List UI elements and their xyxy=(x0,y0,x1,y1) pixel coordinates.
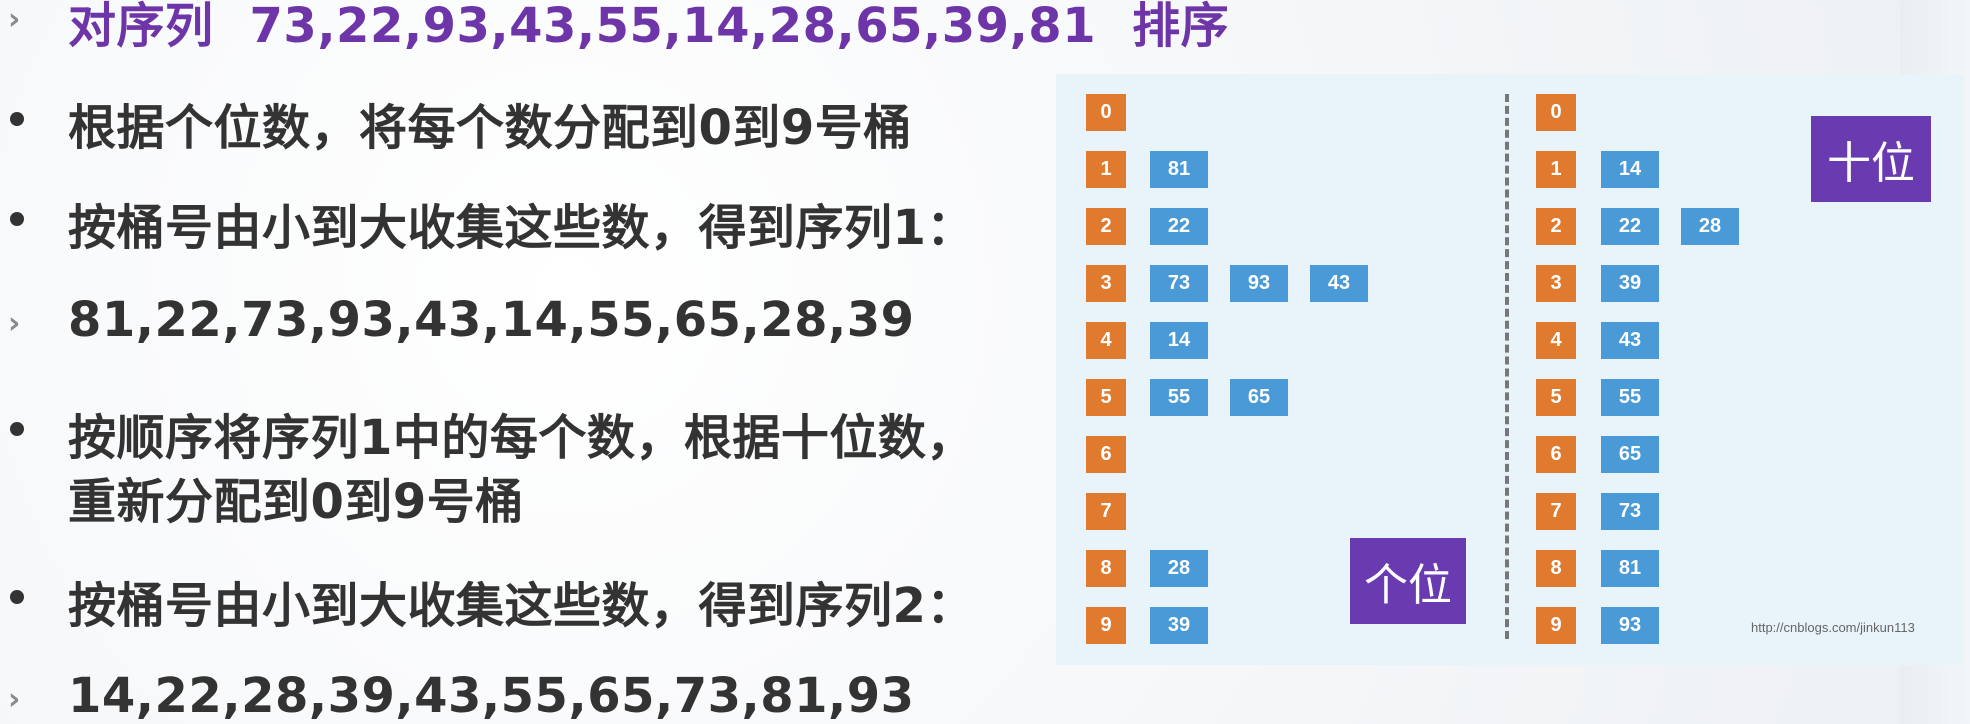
tens-bucket-8-number: 81 xyxy=(1601,550,1659,587)
tens-bucket-4: 4 xyxy=(1536,322,1576,359)
tens-bucket-6: 6 xyxy=(1536,436,1576,473)
chevron-right-icon: › xyxy=(8,2,21,37)
ones-bucket-0: 0 xyxy=(1086,94,1126,131)
sequence-1: 81,22,73,93,43,14,55,65,28,39 xyxy=(68,292,915,348)
title-sequence: 73,22,93,43,55,14,28,65,39,81 xyxy=(249,0,1097,54)
ones-bucket-1-number: 81 xyxy=(1150,151,1208,188)
ones-bucket-4-number: 14 xyxy=(1150,322,1208,359)
tens-bucket-5-number: 55 xyxy=(1601,379,1659,416)
tens-bucket-2-number: 28 xyxy=(1681,208,1739,245)
tens-bucket-5: 5 xyxy=(1536,379,1576,416)
ones-bucket-2-number: 22 xyxy=(1150,208,1208,245)
chevron-right-icon: › xyxy=(8,306,21,341)
tens-bucket-3-number: 39 xyxy=(1601,265,1659,302)
ones-bucket-3-number: 73 xyxy=(1150,265,1208,302)
tens-bucket-7: 7 xyxy=(1536,493,1576,530)
tens-bucket-0: 0 xyxy=(1536,94,1576,131)
divider-dashed-line xyxy=(1505,94,1509,639)
tens-bucket-3: 3 xyxy=(1536,265,1576,302)
tens-bucket-2-number: 22 xyxy=(1601,208,1659,245)
bullet-icon xyxy=(10,112,24,126)
tens-bucket-1: 1 xyxy=(1536,151,1576,188)
ones-bucket-3: 3 xyxy=(1086,265,1126,302)
ones-bucket-9-number: 39 xyxy=(1150,607,1208,644)
ones-bucket-5-number: 65 xyxy=(1230,379,1288,416)
ones-bucket-2: 2 xyxy=(1086,208,1126,245)
tens-bucket-9: 9 xyxy=(1536,607,1576,644)
step-2-text: 按桶号由小到大收集这些数，得到序列1： xyxy=(68,200,975,256)
tens-bucket-1-number: 14 xyxy=(1601,151,1659,188)
bullet-icon xyxy=(10,422,24,436)
chevron-right-icon: › xyxy=(8,682,21,717)
tens-bucket-9-number: 93 xyxy=(1601,607,1659,644)
step-3-text-line-1: 按顺序将序列1中的每个数，根据十位数， xyxy=(68,410,975,466)
ones-bucket-1: 1 xyxy=(1086,151,1126,188)
tens-bucket-2: 2 xyxy=(1536,208,1576,245)
bullet-icon xyxy=(10,212,24,226)
ones-bucket-7: 7 xyxy=(1086,493,1126,530)
ones-bucket-3-number: 93 xyxy=(1230,265,1288,302)
tens-bucket-4-number: 43 xyxy=(1601,322,1659,359)
tens-bucket-7-number: 73 xyxy=(1601,493,1659,530)
watermark-url: http://cnblogs.com/jinkun113 xyxy=(1751,620,1915,635)
ones-bucket-6: 6 xyxy=(1086,436,1126,473)
bullet-icon xyxy=(10,590,24,604)
title-prefix: 对序列 xyxy=(68,0,214,54)
step-1-text: 根据个位数，将每个数分配到0到9号桶 xyxy=(68,100,912,156)
ones-bucket-9: 9 xyxy=(1086,607,1126,644)
step-3-text-line-2: 重新分配到0到9号桶 xyxy=(68,474,524,530)
ones-bucket-5-number: 55 xyxy=(1150,379,1208,416)
ones-bucket-4: 4 xyxy=(1086,322,1126,359)
step-4-text: 按桶号由小到大收集这些数，得到序列2： xyxy=(68,578,975,634)
title-suffix: 排序 xyxy=(1132,0,1230,54)
tens-bucket-8: 8 xyxy=(1536,550,1576,587)
ones-bucket-5: 5 xyxy=(1086,379,1126,416)
ones-bucket-8: 8 xyxy=(1086,550,1126,587)
ones-bucket-3-number: 43 xyxy=(1310,265,1368,302)
tens-bucket-6-number: 65 xyxy=(1601,436,1659,473)
slide-title: 对序列 73,22,93,43,55,14,28,65,39,81 排序 xyxy=(68,0,1229,56)
ones-bucket-8-number: 28 xyxy=(1150,550,1208,587)
ones-place-label: 个位 xyxy=(1350,538,1466,624)
sequence-2: 14,22,28,39,43,55,65,73,81,93 xyxy=(68,668,915,724)
tens-place-label: 十位 xyxy=(1811,116,1931,202)
